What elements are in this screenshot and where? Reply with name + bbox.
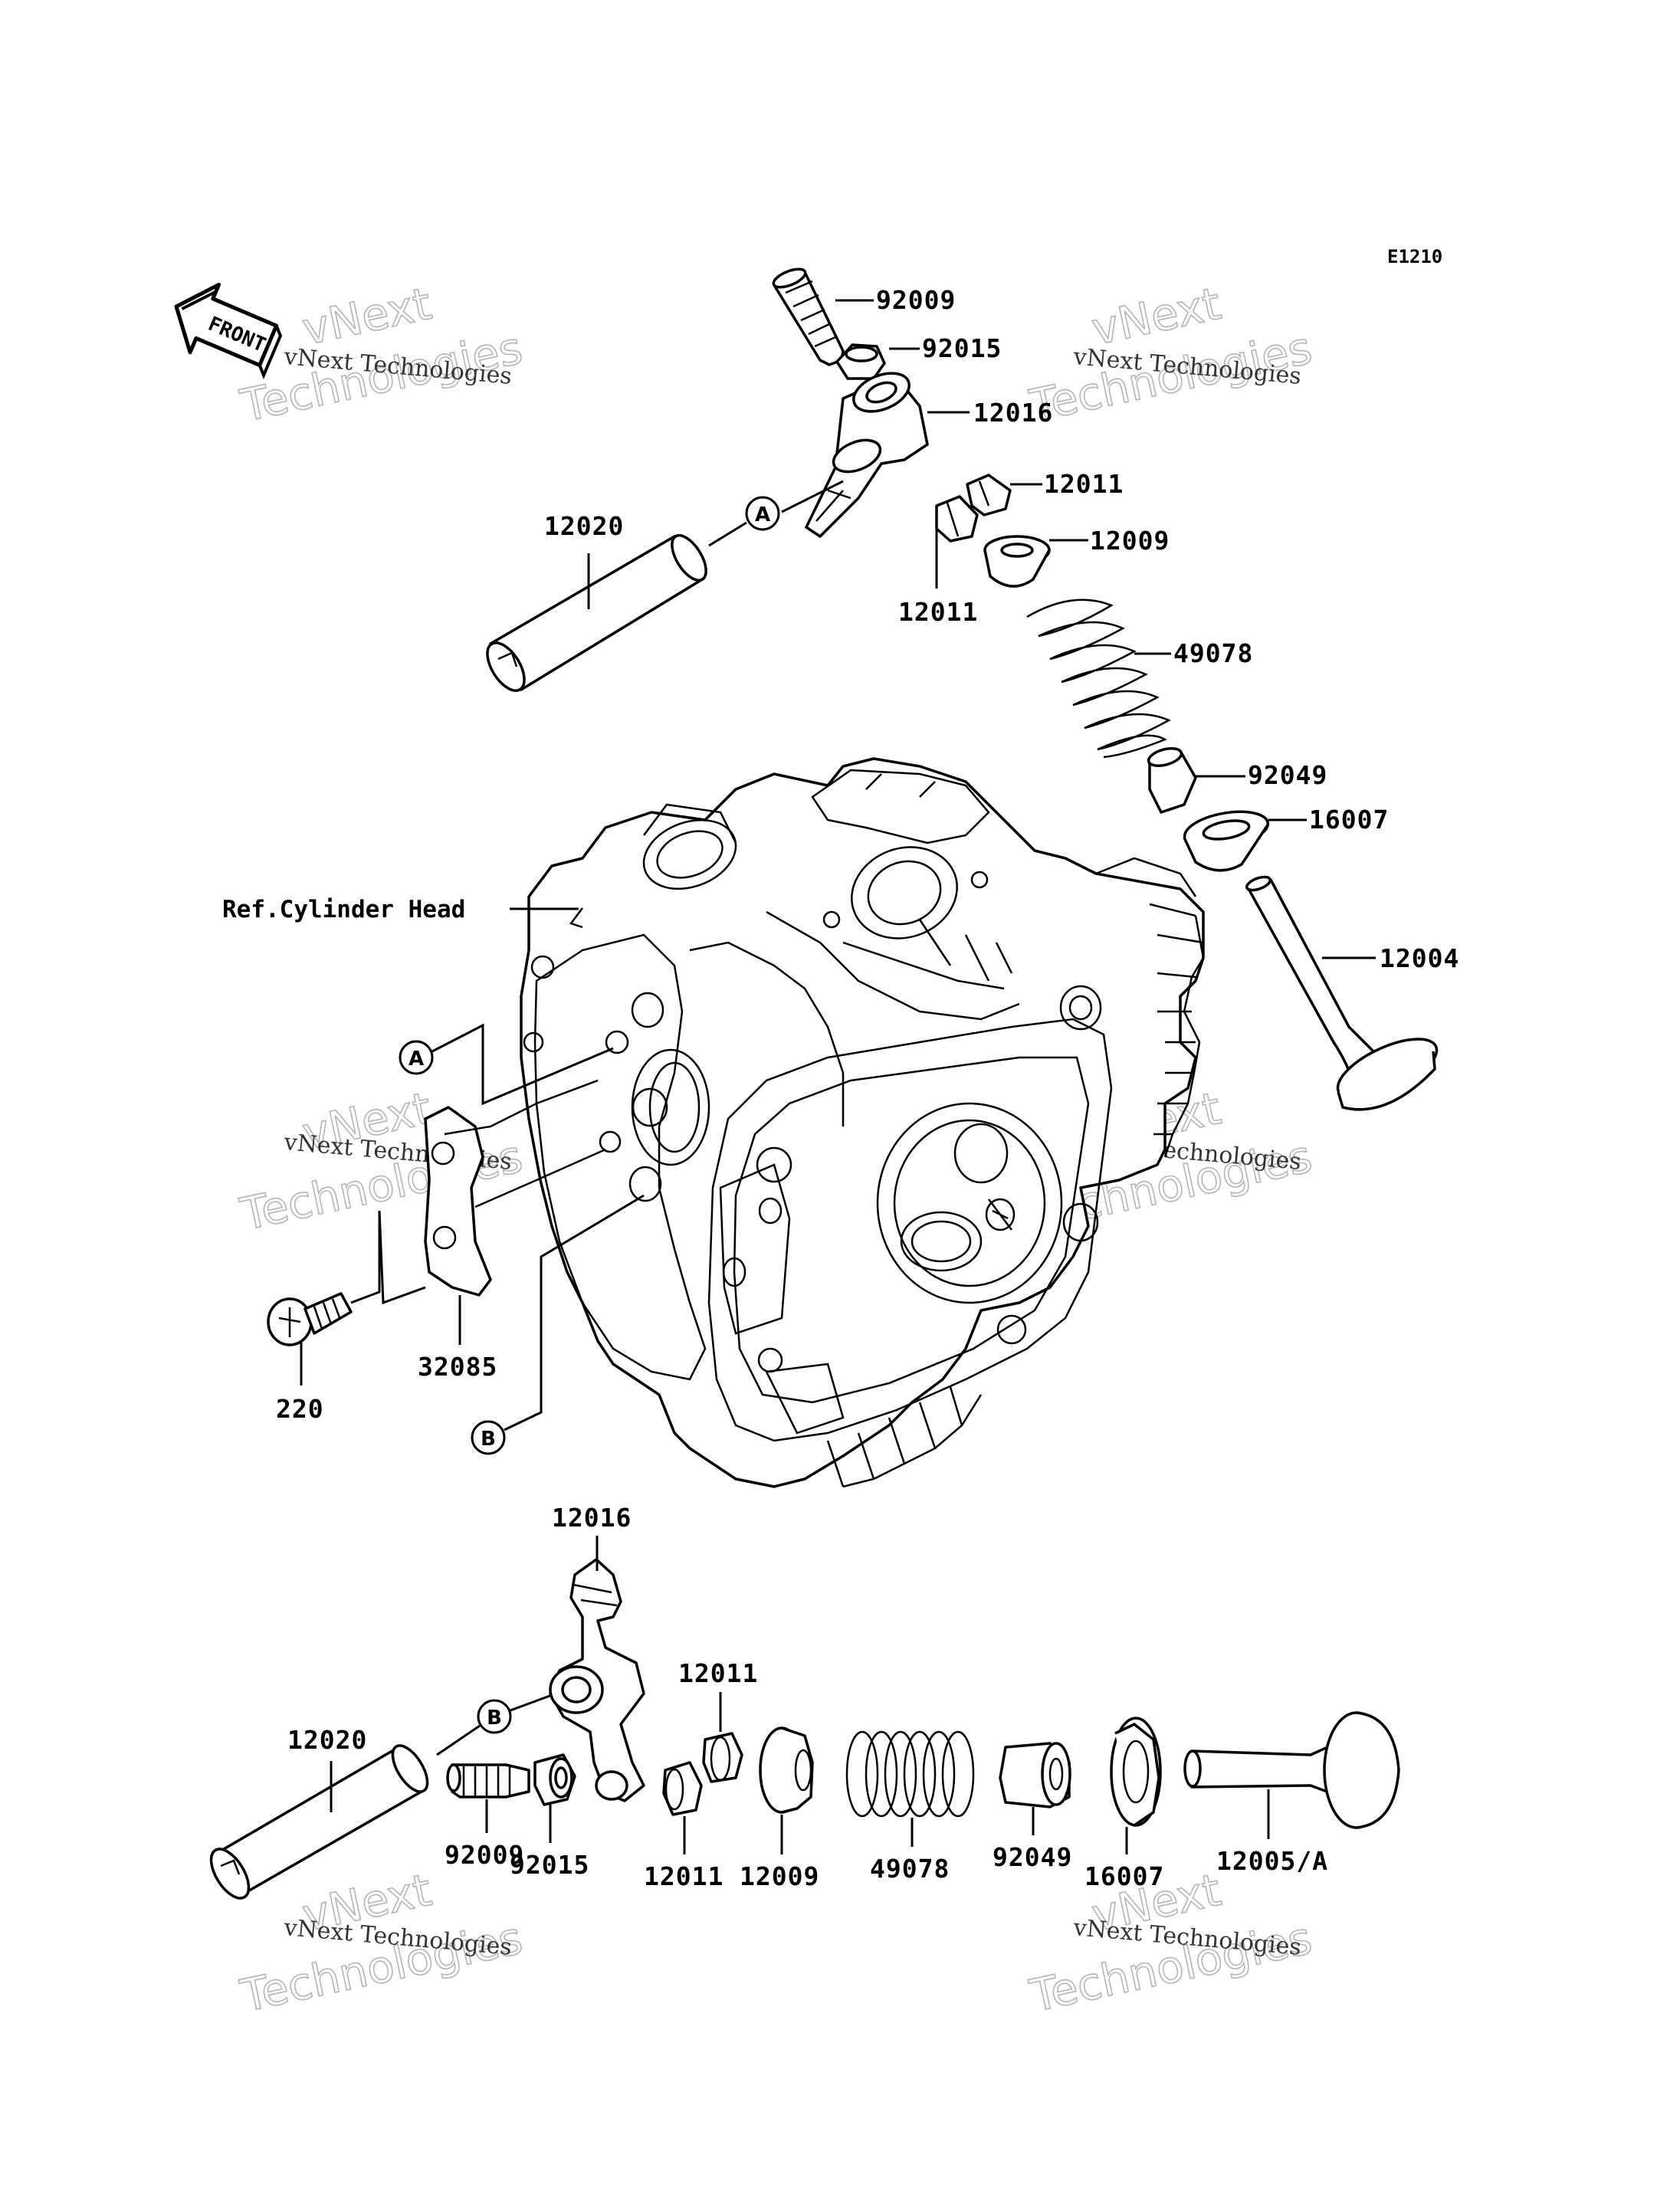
cylinder-head-reference — [520, 757, 1205, 1488]
upper-spring-part — [1026, 598, 1171, 759]
diagram-code: E1210 — [1387, 246, 1442, 267]
watermark-top-left: vNext Technologies vNext Technologies — [235, 277, 527, 433]
upper-nut-part — [835, 343, 886, 380]
leader-callout-a-upper — [781, 480, 844, 513]
lower-spring-part — [845, 1730, 975, 1818]
watermark-bottom-right: vNext Technologies vNext Technologies — [1025, 1863, 1317, 2023]
label-upper-spring: 49078 — [1173, 638, 1253, 668]
upper-shaft-part — [486, 534, 707, 692]
callout-circle-icon: B — [477, 1699, 512, 1734]
label-intake-valve: 12005/A — [1216, 1846, 1328, 1876]
lower-cotter-bottom-part — [662, 1761, 703, 1816]
screw-part — [267, 1292, 353, 1346]
watermark-mid-left: vNext Technologies vNext Technologies — [235, 1081, 527, 1241]
leader-callout-b-lower-left — [436, 1724, 481, 1756]
label-lower-seat: 16007 — [1084, 1861, 1164, 1891]
exhaust-valve-part — [1245, 875, 1439, 1111]
label-screw: 220 — [276, 1394, 324, 1424]
label-upper-nut: 92015 — [922, 333, 1002, 363]
intake-valve-part — [1183, 1711, 1400, 1829]
upper-cotter-right-part — [966, 474, 1012, 516]
lower-rocker-arm-part — [549, 1558, 645, 1802]
label-upper-seat: 16007 — [1309, 805, 1389, 835]
front-arrow-icon: FRONT — [174, 282, 283, 379]
lower-seat-part — [1110, 1717, 1162, 1827]
lower-cotter-top-part — [702, 1732, 743, 1783]
lower-retainer-part — [759, 1726, 814, 1814]
upper-rocker-arm-part — [805, 372, 929, 538]
label-lower-adjust-screw: 92009 — [445, 1840, 524, 1870]
leader-callout-b-lower-right — [510, 1694, 553, 1712]
leader-screw-axis — [350, 1210, 426, 1305]
label-lower-nut: 92015 — [510, 1850, 589, 1880]
leader-callout-a-shaft — [708, 521, 747, 547]
label-plate: 32085 — [418, 1352, 497, 1382]
callout-a-mid: A — [409, 1048, 424, 1071]
leader-callout-a-mid — [431, 1023, 614, 1106]
label-lower-rocker-arm: 12016 — [552, 1503, 632, 1533]
upper-adjust-screw-part — [772, 267, 845, 366]
label-upper-shaft: 12020 — [544, 511, 624, 541]
callout-a-upper: A — [755, 503, 770, 526]
label-upper-adjust-screw: 92009 — [876, 285, 956, 315]
callout-b-lower: B — [487, 1707, 502, 1730]
label-upper-seal: 92049 — [1248, 760, 1327, 790]
watermark-top-right: vNext Technologies vNext Technologies — [1025, 277, 1317, 433]
lower-adjust-screw-part — [446, 1763, 530, 1799]
leader-callout-b-mid — [504, 1194, 645, 1431]
label-upper-rocker-arm: 12016 — [973, 398, 1053, 428]
lower-shaft-part — [209, 1744, 429, 1900]
callout-circle-icon: A — [399, 1040, 434, 1075]
upper-retainer-part — [983, 535, 1051, 588]
label-lower-spring: 49078 — [870, 1854, 950, 1884]
upper-seal-part — [1147, 747, 1197, 814]
label-lower-cotter-top: 12011 — [678, 1658, 758, 1688]
callout-b-mid: B — [481, 1428, 496, 1451]
plate-part — [424, 1079, 606, 1297]
lower-seal-part — [999, 1742, 1071, 1808]
upper-seat-part — [1183, 810, 1270, 872]
label-lower-shaft: 12020 — [287, 1725, 367, 1755]
label-lower-seal: 92049 — [993, 1842, 1072, 1872]
label-exhaust-valve: 12004 — [1380, 943, 1459, 973]
callout-circle-icon: A — [745, 496, 780, 531]
label-upper-cotter-left: 12011 — [898, 597, 978, 627]
reference-label: Ref.Cylinder Head — [222, 896, 465, 923]
label-upper-retainer: 12009 — [1090, 526, 1170, 556]
label-lower-retainer: 12009 — [740, 1861, 819, 1891]
watermark-bottom-left: vNext Technologies vNext Technologies — [235, 1863, 527, 2023]
callout-circle-icon: B — [471, 1420, 506, 1455]
lower-nut-part — [533, 1753, 576, 1806]
label-lower-cotter-bottom: 12011 — [644, 1861, 724, 1891]
label-upper-cotter-right: 12011 — [1044, 469, 1124, 499]
